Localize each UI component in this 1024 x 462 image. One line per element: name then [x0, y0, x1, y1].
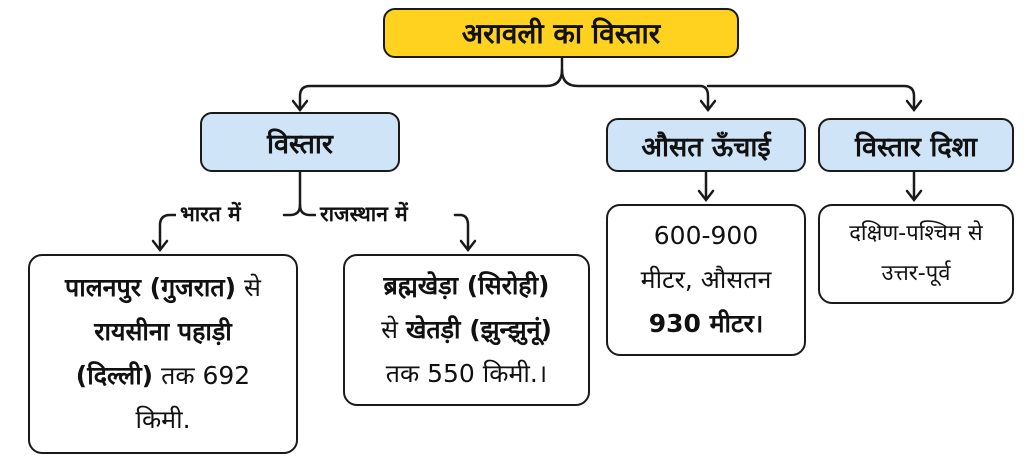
leaf-india-unit: किमी. — [135, 405, 191, 434]
leaf-rajasthan-line2: से खेतड़ी (झुन्झुनूं) — [381, 308, 552, 352]
leaf-direction-line2: उत्तर-पूर्व — [881, 261, 951, 286]
leaf-india-suffix: तक 692 — [161, 361, 251, 390]
leaf-rajasthan-line1: ब्रह्मखेड़ा (सिरोही) — [384, 264, 550, 308]
root-title-box: अरावली का विस्तार — [383, 8, 739, 58]
category-extent: विस्तार — [200, 112, 400, 172]
leaf-rajasthan-line3: तक 550 किमी.। — [386, 352, 548, 396]
arrow-direction — [905, 99, 923, 113]
leaf-height: 600-900 मीटर, औसतन 930 मीटर। — [606, 204, 806, 356]
leaf-direction: दक्षिण-पश्चिम से उत्तर-पूर्व — [818, 204, 1014, 304]
rajasthan-connector — [453, 213, 470, 250]
leaf-direction-line1: दक्षिण-पश्चिम से — [849, 221, 983, 246]
extent-split — [282, 170, 302, 217]
branch-label-rajasthan: राजस्थान में — [316, 200, 412, 228]
leaf-rajasthan-suffix: तक 550 किमी.। — [385, 359, 548, 388]
leaf-india-place2: रायसीना पहाड़ी — [94, 317, 232, 346]
leaf-rajasthan-place1: ब्रह्मखेड़ा (सिरोही) — [383, 271, 550, 300]
leaf-india-line1: पालनपुर (गुजरात) से — [65, 266, 261, 310]
leaf-height-range: 600-900 — [653, 221, 759, 250]
leaf-india-line2: रायसीना पहाड़ी — [94, 310, 231, 354]
root-title: अरावली का विस्तार — [461, 17, 661, 50]
leaf-rajasthan: ब्रह्मखेड़ा (सिरोही) से खेतड़ी (झुन्झुनू… — [343, 254, 590, 406]
arrow-height — [699, 99, 717, 113]
india-connector — [158, 213, 180, 250]
arrow-height-leaf — [697, 189, 715, 203]
leaf-rajasthan-join: से — [381, 315, 398, 344]
arrow-india — [151, 239, 169, 253]
category-height-label: औसत ऊँचाई — [641, 131, 771, 163]
leaf-india-place3: (दिल्ली) — [75, 361, 154, 390]
arrow-rajasthan — [459, 239, 477, 253]
leaf-height-line2: मीटर, औसतन — [640, 265, 772, 294]
root-connector-right — [560, 68, 916, 110]
branch-label-india: भारत में — [176, 200, 245, 228]
category-direction: विस्तार दिशा — [818, 118, 1014, 172]
leaf-india: पालनपुर (गुजरात) से रायसीना पहाड़ी (दिल्… — [28, 254, 298, 454]
leaf-rajasthan-place2: खेतड़ी (झुन्झुनूं) — [405, 315, 552, 344]
category-height: औसत ऊँचाई — [606, 118, 806, 172]
leaf-height-avg: 930 मीटर। — [648, 309, 764, 338]
category-direction-label: विस्तार दिशा — [854, 131, 978, 163]
leaf-india-line3: (दिल्ली) तक 692 — [76, 354, 250, 398]
category-extent-label: विस्तार — [267, 128, 333, 160]
leaf-india-line4: किमी. — [135, 398, 190, 442]
root-connector — [298, 56, 564, 110]
arrow-direction-leaf — [905, 189, 923, 203]
leaf-india-join: से — [244, 273, 261, 302]
extent-split-right — [298, 203, 318, 217]
leaf-india-place1: पालनपुर (गुजरात) — [65, 273, 237, 302]
arrow-extent — [291, 99, 309, 113]
